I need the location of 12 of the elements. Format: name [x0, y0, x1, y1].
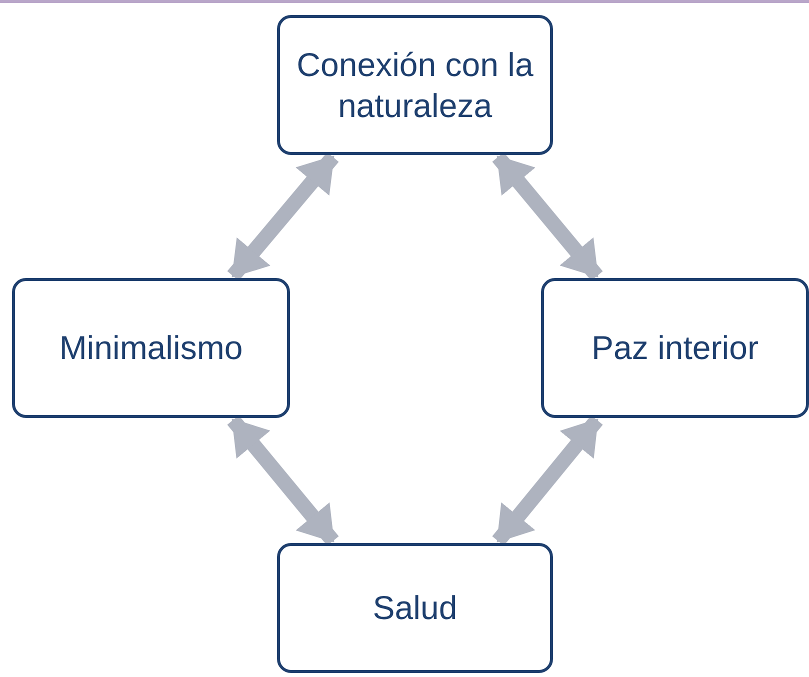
node-label: Paz interior [592, 328, 758, 368]
rounded-box [277, 15, 553, 155]
rounded-box [541, 278, 809, 418]
rounded-box [277, 543, 553, 673]
double-arrow [492, 415, 603, 546]
double-arrow [227, 415, 339, 546]
node-label: Conexión con la naturaleza [296, 44, 534, 126]
node-label: Salud [372, 588, 458, 628]
node-label: Minimalismo [59, 328, 243, 368]
double-arrow [492, 152, 603, 281]
rounded-box [12, 278, 290, 418]
double-arrow [227, 152, 339, 281]
